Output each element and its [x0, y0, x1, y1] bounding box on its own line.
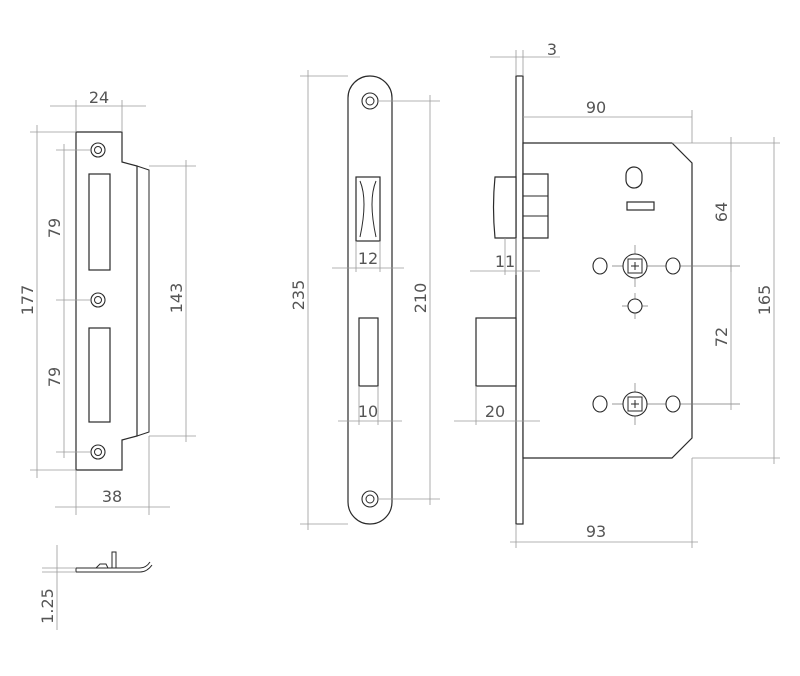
bolt-opening: [358, 317, 379, 387]
dead-bolt: [475, 317, 517, 387]
latch-bolt: [492, 176, 517, 239]
dim-label-1-25: 1.25: [38, 588, 57, 624]
dim-label-72: 72: [712, 327, 731, 347]
dim-label-177: 177: [18, 285, 37, 316]
latch-housing: [522, 173, 549, 239]
strike-dimensions: [30, 100, 196, 515]
strike-plate: [75, 131, 150, 471]
strike-upper-opening: [88, 173, 111, 271]
dim-label-24: 24: [89, 88, 109, 107]
dim-label-79-lower: 79: [45, 367, 64, 387]
strike-lower-opening: [88, 327, 111, 423]
dim-label-11: 11: [495, 252, 515, 271]
small-slot: [626, 201, 655, 211]
dim-label-38: 38: [102, 487, 122, 506]
screw-hole-icon: [90, 142, 106, 460]
lock-faceplate-edge: [515, 75, 524, 525]
follower-lower: [592, 383, 740, 425]
dim-label-210: 210: [411, 283, 430, 314]
dim-label-143: 143: [167, 283, 186, 314]
faceplate: [347, 75, 393, 525]
strike-side-profile: [42, 545, 153, 630]
dim-label-235: 235: [289, 280, 308, 311]
dim-label-20: 20: [485, 402, 505, 421]
faceplate-dimensions: [300, 70, 440, 530]
lock-dimensions: [454, 50, 780, 548]
slot-hole: [625, 166, 643, 189]
dim-label-93: 93: [586, 522, 606, 541]
screw-hole-icon: [361, 92, 379, 508]
lock-body: [475, 75, 740, 525]
dim-label-12: 12: [358, 249, 378, 268]
dim-label-10: 10: [358, 402, 378, 421]
latch-opening: [355, 176, 381, 242]
dim-label-165: 165: [755, 285, 774, 316]
dim-label-3: 3: [547, 40, 557, 59]
dim-label-79-upper: 79: [45, 218, 64, 238]
follower-upper: [592, 245, 740, 287]
dim-label-90: 90: [586, 98, 606, 117]
dim-label-64: 64: [712, 202, 731, 222]
spindle-hole: [622, 293, 648, 319]
